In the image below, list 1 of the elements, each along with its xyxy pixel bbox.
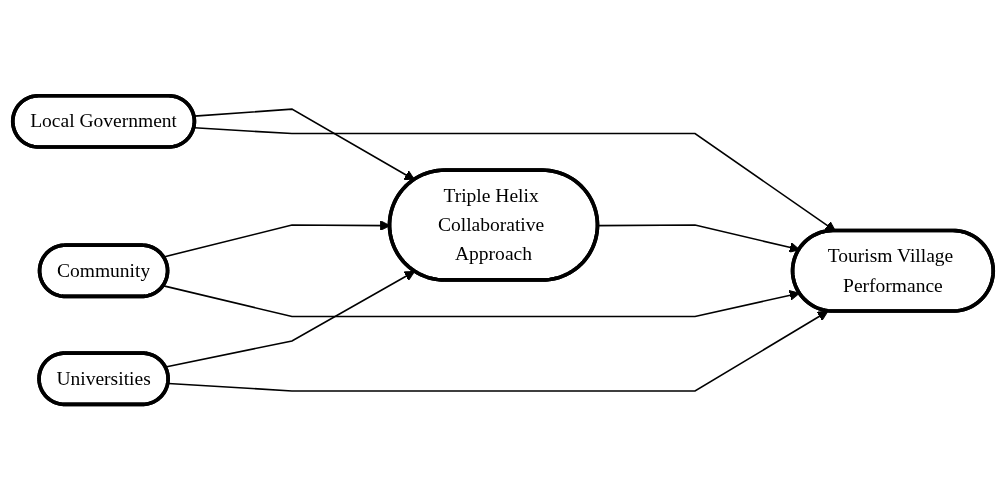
arrow — [164, 271, 416, 369]
